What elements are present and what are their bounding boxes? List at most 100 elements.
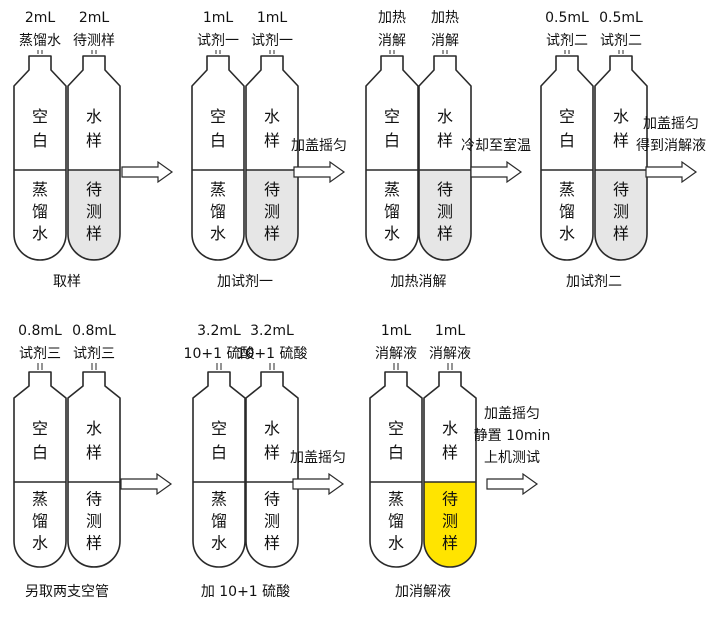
- tube-outline: [13, 371, 67, 568]
- stage-caption: 加试剂一: [217, 274, 273, 290]
- tube-upper-text: 白: [384, 131, 400, 150]
- tube-top-label: 试剂一: [197, 33, 239, 49]
- process-arrow: 冷却至室温: [461, 137, 531, 184]
- tube-lower-text: 馏: [388, 512, 404, 531]
- tube-top-label: 试剂三: [73, 346, 115, 362]
- tube-outline: [67, 55, 121, 261]
- tube-lower-text: 蒸: [384, 180, 400, 199]
- arrow-label: 上机测试: [484, 450, 540, 466]
- tube-outline: [67, 371, 121, 568]
- tube-liquid: [193, 482, 245, 567]
- tube-lower-text: 样: [442, 534, 458, 553]
- tube-liquid: [595, 170, 647, 260]
- tube-top-label: 加热: [378, 10, 406, 26]
- tube-lower-text: 样: [264, 534, 280, 553]
- tube-liquid: [419, 170, 471, 260]
- tube-lower-text: 待: [86, 490, 102, 509]
- tube-outline: [369, 371, 423, 568]
- tube-top-label: 3.2mL: [250, 323, 294, 339]
- tube-lower-text: 测: [442, 512, 458, 531]
- tube-outline: [191, 55, 245, 261]
- tube-lower-text: 待: [264, 180, 280, 199]
- tube-upper-text: 白: [32, 131, 48, 150]
- tube-lower-text: 测: [437, 202, 453, 221]
- tube-top-label: 0.8mL: [72, 323, 116, 339]
- tube-top-label: 试剂三: [19, 346, 61, 362]
- tube-lower-text: 样: [437, 224, 453, 243]
- tube-upper-text: 空: [32, 107, 48, 126]
- tube-top-label: 2mL: [25, 10, 56, 26]
- tube-upper-text: 样: [86, 443, 102, 462]
- tube-top-label: 2mL: [79, 10, 110, 26]
- tube-upper-text: 样: [86, 131, 102, 150]
- tube-lower-text: 馏: [559, 202, 575, 221]
- tube-upper-text: 空: [559, 107, 575, 126]
- tube-outline: [365, 55, 419, 261]
- tube-outline: [245, 371, 299, 568]
- tube-lower-text: 水: [210, 224, 226, 243]
- tube-upper-text: 空: [211, 419, 227, 438]
- tube-upper-text: 白: [32, 443, 48, 462]
- tube-upper-text: 样: [613, 131, 629, 150]
- tube-upper-text: 空: [32, 419, 48, 438]
- tube-top-label: 1mL: [381, 323, 412, 339]
- tube-lower-text: 水: [211, 534, 227, 553]
- tube-lower-text: 蒸: [559, 180, 575, 199]
- tube-top-label: 试剂一: [251, 33, 293, 49]
- tube-top-label: 消解: [431, 33, 459, 49]
- tube-liquid: [192, 170, 244, 260]
- tube-upper-text: 水: [613, 107, 629, 126]
- tube-liquid: [366, 170, 418, 260]
- arrow-shape: [486, 472, 539, 496]
- arrow-label: 加盖摇匀: [643, 116, 699, 132]
- process-arrow: 加盖摇匀: [290, 450, 346, 496]
- tube-top-label: 加热: [431, 10, 459, 26]
- tube-top-label: 0.8mL: [18, 323, 62, 339]
- process-arrow: [120, 472, 173, 496]
- tube-upper-text: 白: [388, 443, 404, 462]
- tube-top-label: 消解液: [429, 346, 471, 362]
- tube-upper-text: 白: [559, 131, 575, 150]
- tube-upper-text: 样: [264, 131, 280, 150]
- tube-liquid: [424, 482, 476, 567]
- tube-top-label: 10+1 硫酸: [184, 346, 255, 362]
- tube-liquid: [370, 482, 422, 567]
- tube-top-label: 待测样: [73, 33, 115, 49]
- tube-lower-text: 馏: [211, 512, 227, 531]
- tube-lower-text: 测: [613, 202, 629, 221]
- tube-lower-text: 待: [86, 180, 102, 199]
- tube-liquid: [246, 482, 298, 567]
- tube-lower-text: 样: [613, 224, 629, 243]
- tube-lower-text: 待: [437, 180, 453, 199]
- tube-lower-text: 水: [388, 534, 404, 553]
- tube-upper-text: 水: [86, 107, 102, 126]
- tube-outline: [594, 55, 648, 261]
- tube-top-label: 3.2mL: [197, 323, 241, 339]
- tube-top-label: 10+1 硫酸: [237, 346, 308, 362]
- tube-lower-text: 蒸: [210, 180, 226, 199]
- tube-upper-text: 白: [210, 131, 226, 150]
- tube-lower-text: 样: [86, 224, 102, 243]
- stage-caption: 加试剂二: [566, 274, 622, 290]
- tube-outline: [192, 371, 246, 568]
- tube-lower-text: 水: [559, 224, 575, 243]
- tube-top-label: 消解液: [375, 346, 417, 362]
- arrow-label: 加盖摇匀: [290, 450, 346, 466]
- tube-liquid: [68, 170, 120, 260]
- tube-lower-text: 水: [384, 224, 400, 243]
- tube-top-label: 1mL: [203, 10, 234, 26]
- tube-lower-text: 测: [264, 512, 280, 531]
